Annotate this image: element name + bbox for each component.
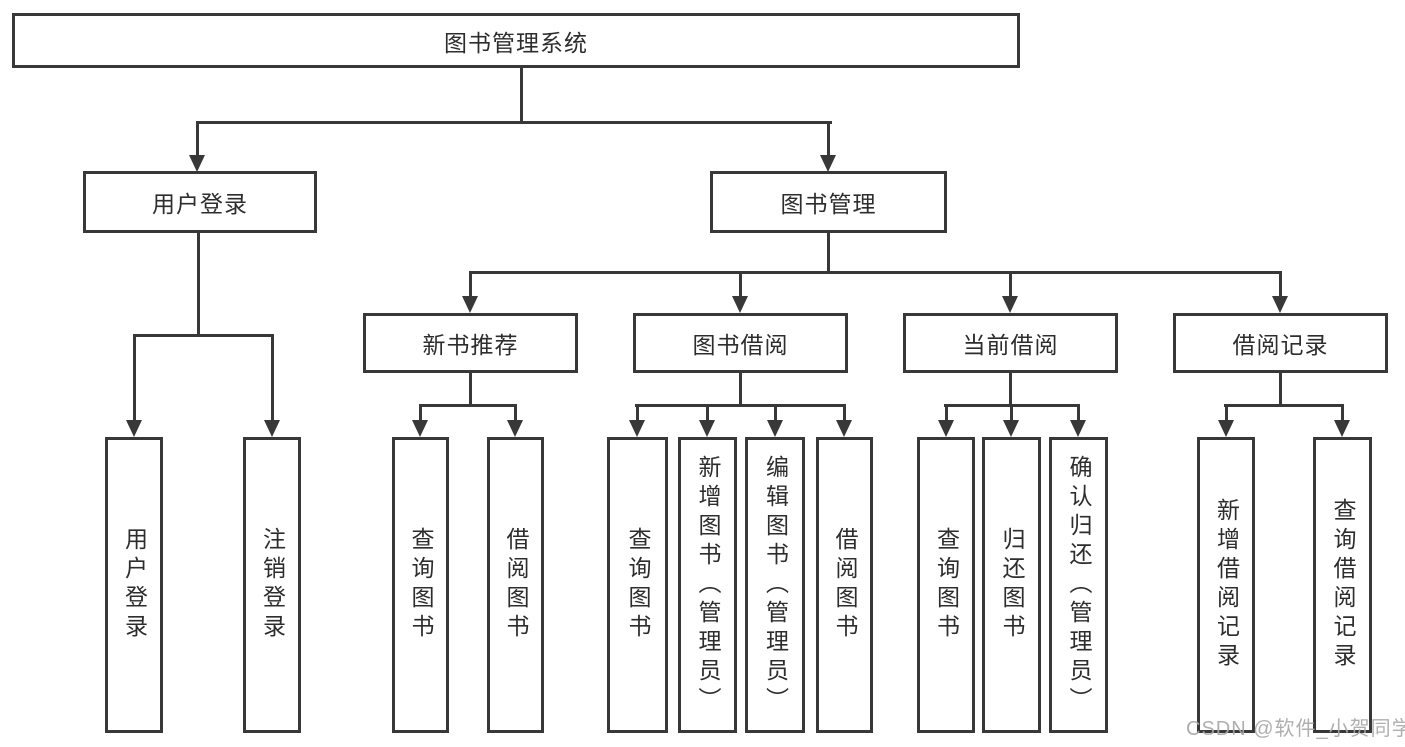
connector-line	[739, 271, 742, 303]
arrow-down-icon	[1002, 296, 1018, 313]
leaf-user-login-label: 用户登录	[121, 527, 148, 643]
connector-line	[827, 121, 830, 159]
arrow-down-icon	[699, 420, 715, 437]
connector-line	[196, 121, 199, 159]
node-borrowing-records: 借阅记录	[1173, 313, 1388, 373]
connector-line	[1225, 404, 1228, 424]
node-library-management-system: 图书管理系统	[12, 13, 1020, 68]
leaf-borrow-books-recommend: 借阅图书	[487, 437, 544, 733]
leaf-return-books: 归还图书	[982, 437, 1041, 733]
connector-line	[1077, 404, 1080, 424]
leaf-edit-book-admin-label: 编辑图书（管理员）	[762, 454, 789, 716]
node-new-book-recommendation: 新书推荐	[363, 313, 578, 373]
arrow-down-icon	[938, 420, 954, 437]
arrow-down-icon	[462, 296, 478, 313]
leaf-return-books-label: 归还图书	[999, 527, 1025, 643]
leaf-confirm-return-admin-label: 确认归还（管理员）	[1066, 454, 1092, 716]
leaf-add-book-admin: 新增图书（管理员）	[678, 437, 737, 733]
connector-line	[419, 404, 422, 424]
connector-line	[945, 404, 948, 424]
connector-line	[739, 373, 742, 407]
connector-line	[636, 404, 639, 424]
connector-line	[469, 271, 472, 303]
arrow-down-icon	[1070, 420, 1086, 437]
connector-line	[1279, 373, 1282, 407]
connector-line	[1341, 404, 1344, 424]
connector-line	[827, 233, 830, 274]
arrow-down-icon	[507, 420, 523, 437]
arrow-down-icon	[1003, 420, 1019, 437]
leaf-borrow-books-label: 借阅图书	[832, 527, 858, 643]
leaf-query-books-current: 查询图书	[917, 437, 975, 733]
leaf-query-books-recommend: 查询图书	[392, 437, 449, 733]
arrow-down-icon	[836, 420, 852, 437]
connector-line	[1009, 373, 1012, 407]
leaf-borrow-books-recommend-label: 借阅图书	[503, 527, 529, 643]
leaf-logout: 注销登录	[243, 437, 301, 733]
leaf-add-borrow-record: 新增借阅记录	[1197, 437, 1255, 733]
leaf-edit-book-admin: 编辑图书（管理员）	[745, 437, 805, 733]
leaf-query-borrow-record: 查询借阅记录	[1313, 437, 1372, 733]
connector-line	[1279, 271, 1282, 303]
arrow-down-icon	[1334, 420, 1350, 437]
leaf-query-books-current-label: 查询图书	[933, 527, 960, 643]
node-user-login: 用户登录	[83, 171, 317, 233]
connector-line	[1010, 404, 1013, 424]
connector-line	[774, 404, 777, 424]
arrow-down-icon	[189, 155, 205, 172]
arrow-down-icon	[412, 420, 428, 437]
connector-line	[133, 334, 136, 424]
arrow-down-icon	[1218, 420, 1234, 437]
connector-line	[197, 233, 200, 337]
connector-line	[1009, 271, 1012, 303]
leaf-query-books-borrowing-label: 查询图书	[625, 527, 651, 643]
leaf-query-borrow-record-label: 查询借阅记录	[1330, 498, 1356, 672]
connector-line	[1224, 404, 1343, 407]
leaf-confirm-return-admin: 确认归还（管理员）	[1049, 437, 1108, 733]
arrow-down-icon	[732, 296, 748, 313]
connector-line	[520, 68, 523, 124]
node-current-borrowing: 当前借阅	[903, 313, 1118, 373]
node-book-management: 图书管理	[710, 171, 947, 233]
arrow-down-icon	[126, 420, 142, 437]
connector-line	[635, 404, 846, 407]
connector-line	[271, 334, 274, 424]
leaf-query-books-recommend-label: 查询图书	[408, 527, 434, 643]
arrow-down-icon	[1272, 296, 1288, 313]
leaf-borrow-books: 借阅图书	[816, 437, 873, 733]
connector-line	[419, 404, 517, 407]
arrow-down-icon	[767, 420, 783, 437]
connector-line	[133, 334, 274, 337]
node-book-borrowing: 图书借阅	[633, 313, 848, 373]
leaf-user-login: 用户登录	[105, 437, 163, 733]
connector-line	[706, 404, 709, 424]
watermark: CSDN @软件_小贺同学	[1186, 718, 1405, 740]
leaf-query-books-borrowing: 查询图书	[607, 437, 668, 733]
connector-line	[196, 121, 832, 124]
leaf-add-borrow-record-label: 新增借阅记录	[1213, 498, 1240, 672]
connector-line	[469, 271, 1282, 274]
leaf-logout-label: 注销登录	[259, 527, 286, 643]
connector-line	[469, 373, 472, 407]
arrow-down-icon	[629, 420, 645, 437]
arrow-down-icon	[264, 420, 280, 437]
arrow-down-icon	[820, 155, 836, 172]
connector-line	[514, 404, 517, 424]
leaf-add-book-admin-label: 新增图书（管理员）	[695, 454, 721, 716]
connector-line	[843, 404, 846, 424]
